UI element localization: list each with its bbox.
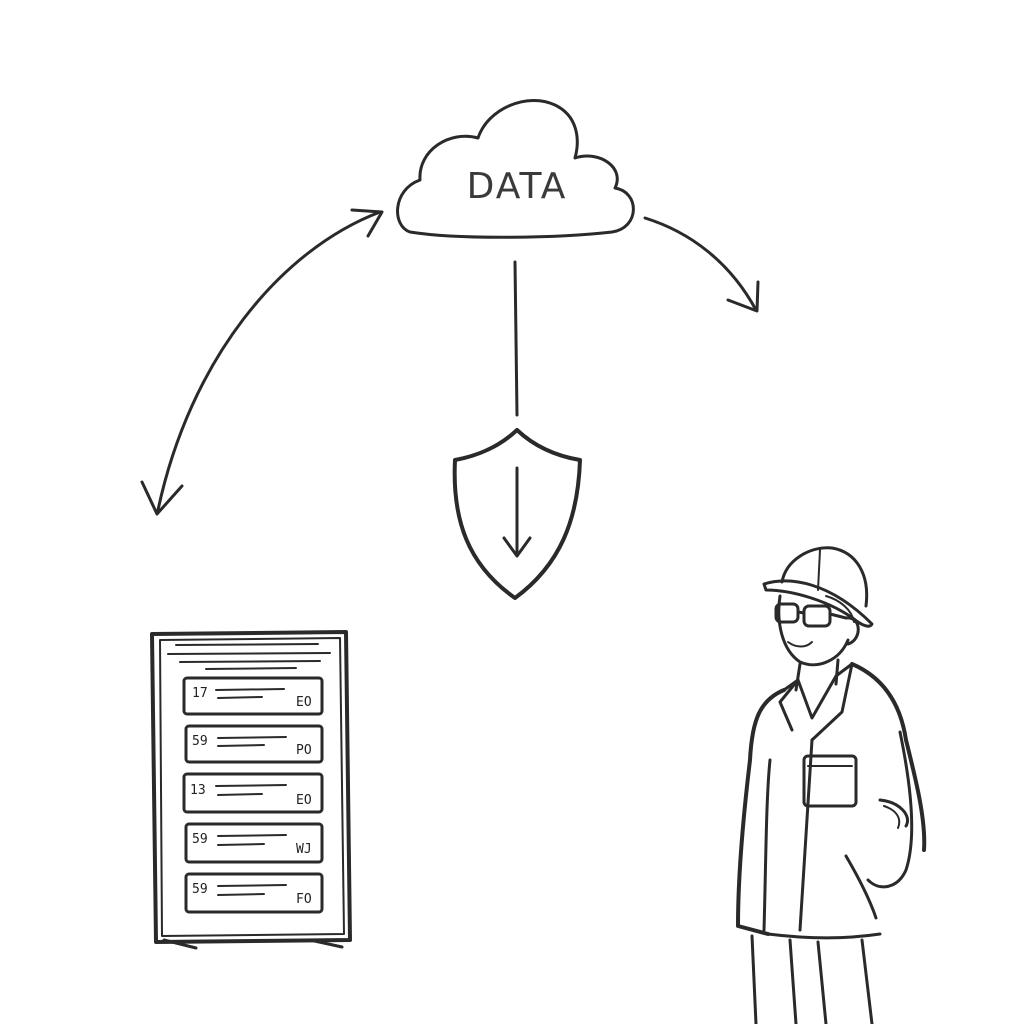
cloud-label: DATA <box>467 166 568 207</box>
server-slot: 59 WJ <box>184 822 324 864</box>
cloud-icon: DATA <box>396 99 635 239</box>
server-slot-code: WJ <box>296 842 312 857</box>
server-slot-code: EO <box>296 695 312 710</box>
right-curved-arrow <box>643 216 760 313</box>
server-slot-code: PO <box>296 743 312 758</box>
server-slot: 59 PO <box>184 724 324 764</box>
cloud-to-shield-line <box>513 260 519 417</box>
server-slot-id: 13 <box>190 783 206 798</box>
server-slot: 13 EO <box>182 772 324 814</box>
server-slot-code: FO <box>296 892 312 907</box>
server-slot-id: 59 <box>192 734 208 749</box>
shield-icon <box>452 428 582 600</box>
server-slot-id: 17 <box>192 686 208 701</box>
server-slot-code: EO <box>296 793 312 808</box>
left-curved-arrow <box>140 208 384 516</box>
server-slot: 59 FO <box>184 872 324 914</box>
server-slot: 17 EO <box>182 676 324 716</box>
server-slot-id: 59 <box>192 832 208 847</box>
server-slot-id: 59 <box>192 882 208 897</box>
server-rack-icon: 17 EO 59 PO 13 EO 59 WJ 59 <box>150 630 352 950</box>
engineer-hardhat-icon <box>736 546 927 1024</box>
